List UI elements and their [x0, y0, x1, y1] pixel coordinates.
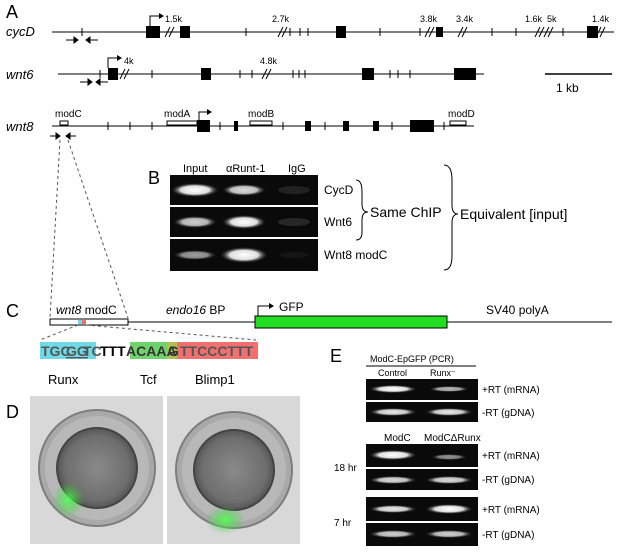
- seq-spacer: TTT: [100, 343, 126, 359]
- primer-arrows-cycD: [66, 36, 98, 44]
- intron-wnt6-0: 4k: [124, 56, 134, 66]
- row-wnt6: Wnt6: [324, 215, 352, 229]
- e-18hr-rt-plus: +RT (mRNA): [482, 451, 540, 462]
- seq-runx-b: TC: [83, 343, 102, 359]
- construct-bp-label: endo16 BP: [166, 303, 225, 317]
- embryo-image-1: [30, 396, 163, 544]
- col-input: Input: [183, 163, 207, 175]
- primer-arrows-wnt8: [50, 132, 76, 140]
- construct-module-suffix: modC: [85, 303, 117, 317]
- e-7hr-rt-plus: +RT (mRNA): [482, 505, 540, 516]
- gene-wnt8: wnt8 modC modA modB modD: [6, 109, 475, 319]
- seq-runx-a: TGC: [41, 343, 71, 359]
- primer-arrows-wnt6: [80, 78, 108, 86]
- scale-bar-label: 1 kb: [556, 81, 579, 95]
- e-col-runx-mo: Runx⁻: [430, 368, 456, 378]
- site-blimp1: Blimp1: [195, 372, 235, 387]
- intron-cycD-5: 5k: [547, 14, 557, 24]
- panel-b-label: B: [148, 168, 160, 188]
- intron-cycD-6: 1.4k: [592, 14, 610, 24]
- site-runx: Runx: [48, 372, 79, 387]
- row-wnt8modc: Wnt8 modC: [324, 248, 388, 262]
- col-igg: IgG: [288, 163, 306, 175]
- e-time-7hr: 7 hr: [334, 518, 352, 529]
- construct-polya: SV40 polyA: [486, 303, 549, 317]
- module-modD: modD: [448, 109, 475, 120]
- e-time-18hr: 18 hr: [334, 463, 357, 474]
- gene-name-wnt8: wnt8: [6, 119, 34, 134]
- construct-module-label: wnt8 modC: [56, 303, 117, 317]
- construct-bp-name: endo16: [166, 303, 206, 317]
- panel-b-gel: Input αRunt-1 IgG CycD Wnt6 Wnt8 modC Sa…: [170, 163, 567, 271]
- seq-blimp: TTCCCTTT: [180, 343, 254, 359]
- e-title: ModC-EpGFP (PCR): [370, 354, 454, 364]
- e-col-modc: ModC: [384, 433, 411, 444]
- site-tcf: Tcf: [140, 372, 157, 387]
- panel-e-label: E: [330, 346, 342, 366]
- panel-c-label: C: [6, 301, 19, 321]
- intron-cycD-3: 3.4k: [456, 14, 474, 24]
- construct-gfp: GFP: [279, 300, 304, 314]
- intron-cycD-0: 1.5k: [165, 14, 183, 24]
- e-col-control: Control: [378, 368, 407, 378]
- panel-c-construct: wnt8 modC endo16 BP SV40 polyA GFP TGC G…: [39, 300, 612, 387]
- e-top-row-rt-minus: -RT (gDNA): [482, 408, 534, 419]
- intron-cycD-4: 1.6k: [525, 14, 543, 24]
- module-modB: modB: [248, 109, 274, 120]
- e-top-row-rt-plus: +RT (mRNA): [482, 385, 540, 396]
- bracket-equivalent-input: Equivalent [input]: [460, 206, 567, 222]
- module-modA: modA: [164, 109, 190, 120]
- gfp-box: [254, 315, 448, 329]
- construct-module-name: wnt8: [56, 303, 82, 317]
- intron-cycD-1: 2.7k: [272, 14, 290, 24]
- seq-runx-core: GG: [66, 343, 88, 359]
- intron-wnt6-1: 4.8k: [260, 56, 278, 66]
- gene-cycD: cycD 1.5k 2.7k 3.8k 3.4k 1: [6, 13, 614, 44]
- gene-wnt6: wnt6 4k 4.8k: [6, 55, 484, 86]
- construct-bp-suffix: BP: [209, 303, 225, 317]
- panel-e-gels: ModC-EpGFP (PCR) Control Runx⁻ +RT (mRNA…: [334, 354, 540, 546]
- panel-a-label: A: [6, 2, 18, 22]
- gene-name-wnt6: wnt6: [6, 67, 34, 82]
- embryo-image-2: [167, 396, 300, 544]
- bracket-same-chip: Same ChIP: [370, 204, 442, 220]
- panel-d-label: D: [6, 402, 19, 422]
- module-modC: modC: [55, 109, 82, 120]
- gene-name-cycD: cycD: [6, 24, 35, 39]
- row-cycd: CycD: [324, 183, 354, 197]
- e-7hr-rt-minus: -RT (gDNA): [482, 530, 534, 541]
- seq-overlap: G: [168, 343, 179, 359]
- scale-bar: 1 kb: [545, 73, 612, 95]
- col-arunt: αRunt-1: [226, 163, 265, 175]
- e-col-modc-druny: ModCΔRunx: [424, 433, 481, 444]
- seq-tcf: ACAAA: [126, 343, 177, 359]
- e-18hr-rt-minus: -RT (gDNA): [482, 475, 534, 486]
- intron-cycD-2: 3.8k: [420, 14, 438, 24]
